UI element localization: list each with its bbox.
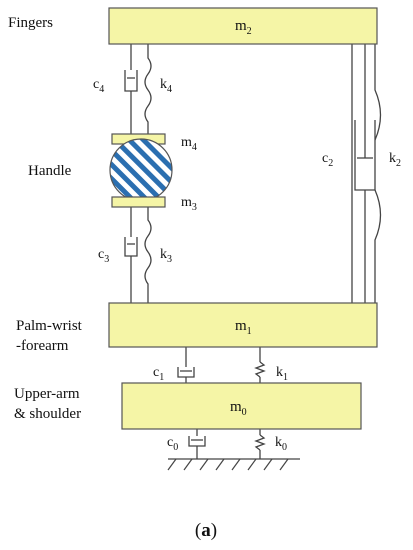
spring-label-k0: k0 — [275, 435, 287, 453]
mass-m2-block — [108, 7, 378, 45]
body-label-upper-line1: Upper-arm — [14, 386, 80, 402]
mass-label-m1: m1 — [235, 318, 252, 337]
damper-label-c2: c2 — [322, 151, 333, 169]
body-label-palm-line1: Palm-wrist — [16, 318, 83, 334]
spring-k4 — [144, 44, 152, 134]
ground — [167, 458, 300, 471]
body-label-handle: Handle — [28, 163, 72, 179]
damper-c3 — [124, 237, 138, 257]
damper-label-c0: c0 — [167, 435, 178, 453]
damper-c4 — [124, 70, 138, 92]
mass-m0-block — [121, 382, 362, 430]
damper-label-c3: c3 — [98, 247, 109, 265]
figure-caption: (a) — [195, 520, 217, 541]
spring-k3 — [144, 207, 152, 303]
spring-label-k1: k1 — [276, 365, 288, 383]
mass-label-m3: m3 — [181, 195, 197, 213]
damper-c1 — [177, 367, 195, 378]
damper-c2 — [354, 120, 376, 191]
spring-label-k4: k4 — [160, 77, 172, 95]
body-label-upper-line2: & shoulder — [14, 406, 81, 422]
spring-label-k2: k2 — [389, 151, 401, 169]
spring-label-k3: k3 — [160, 247, 172, 265]
damper-label-c1: c1 — [153, 365, 164, 383]
mass-m3-plate — [111, 196, 166, 208]
body-label-palm-line2: -forearm — [16, 338, 69, 354]
handle-circle — [109, 138, 173, 202]
damper-label-c4: c4 — [93, 77, 104, 95]
spring-k1 — [254, 361, 266, 378]
spring-k0 — [254, 434, 266, 451]
mass-label-m0: m0 — [230, 399, 247, 418]
damper-c0 — [188, 436, 206, 447]
mass-m1-block — [108, 302, 378, 348]
mass-label-m2: m2 — [235, 18, 252, 37]
mass-label-m4: m4 — [181, 135, 197, 153]
body-label-fingers: Fingers — [8, 15, 53, 31]
connection-lines — [130, 44, 366, 459]
